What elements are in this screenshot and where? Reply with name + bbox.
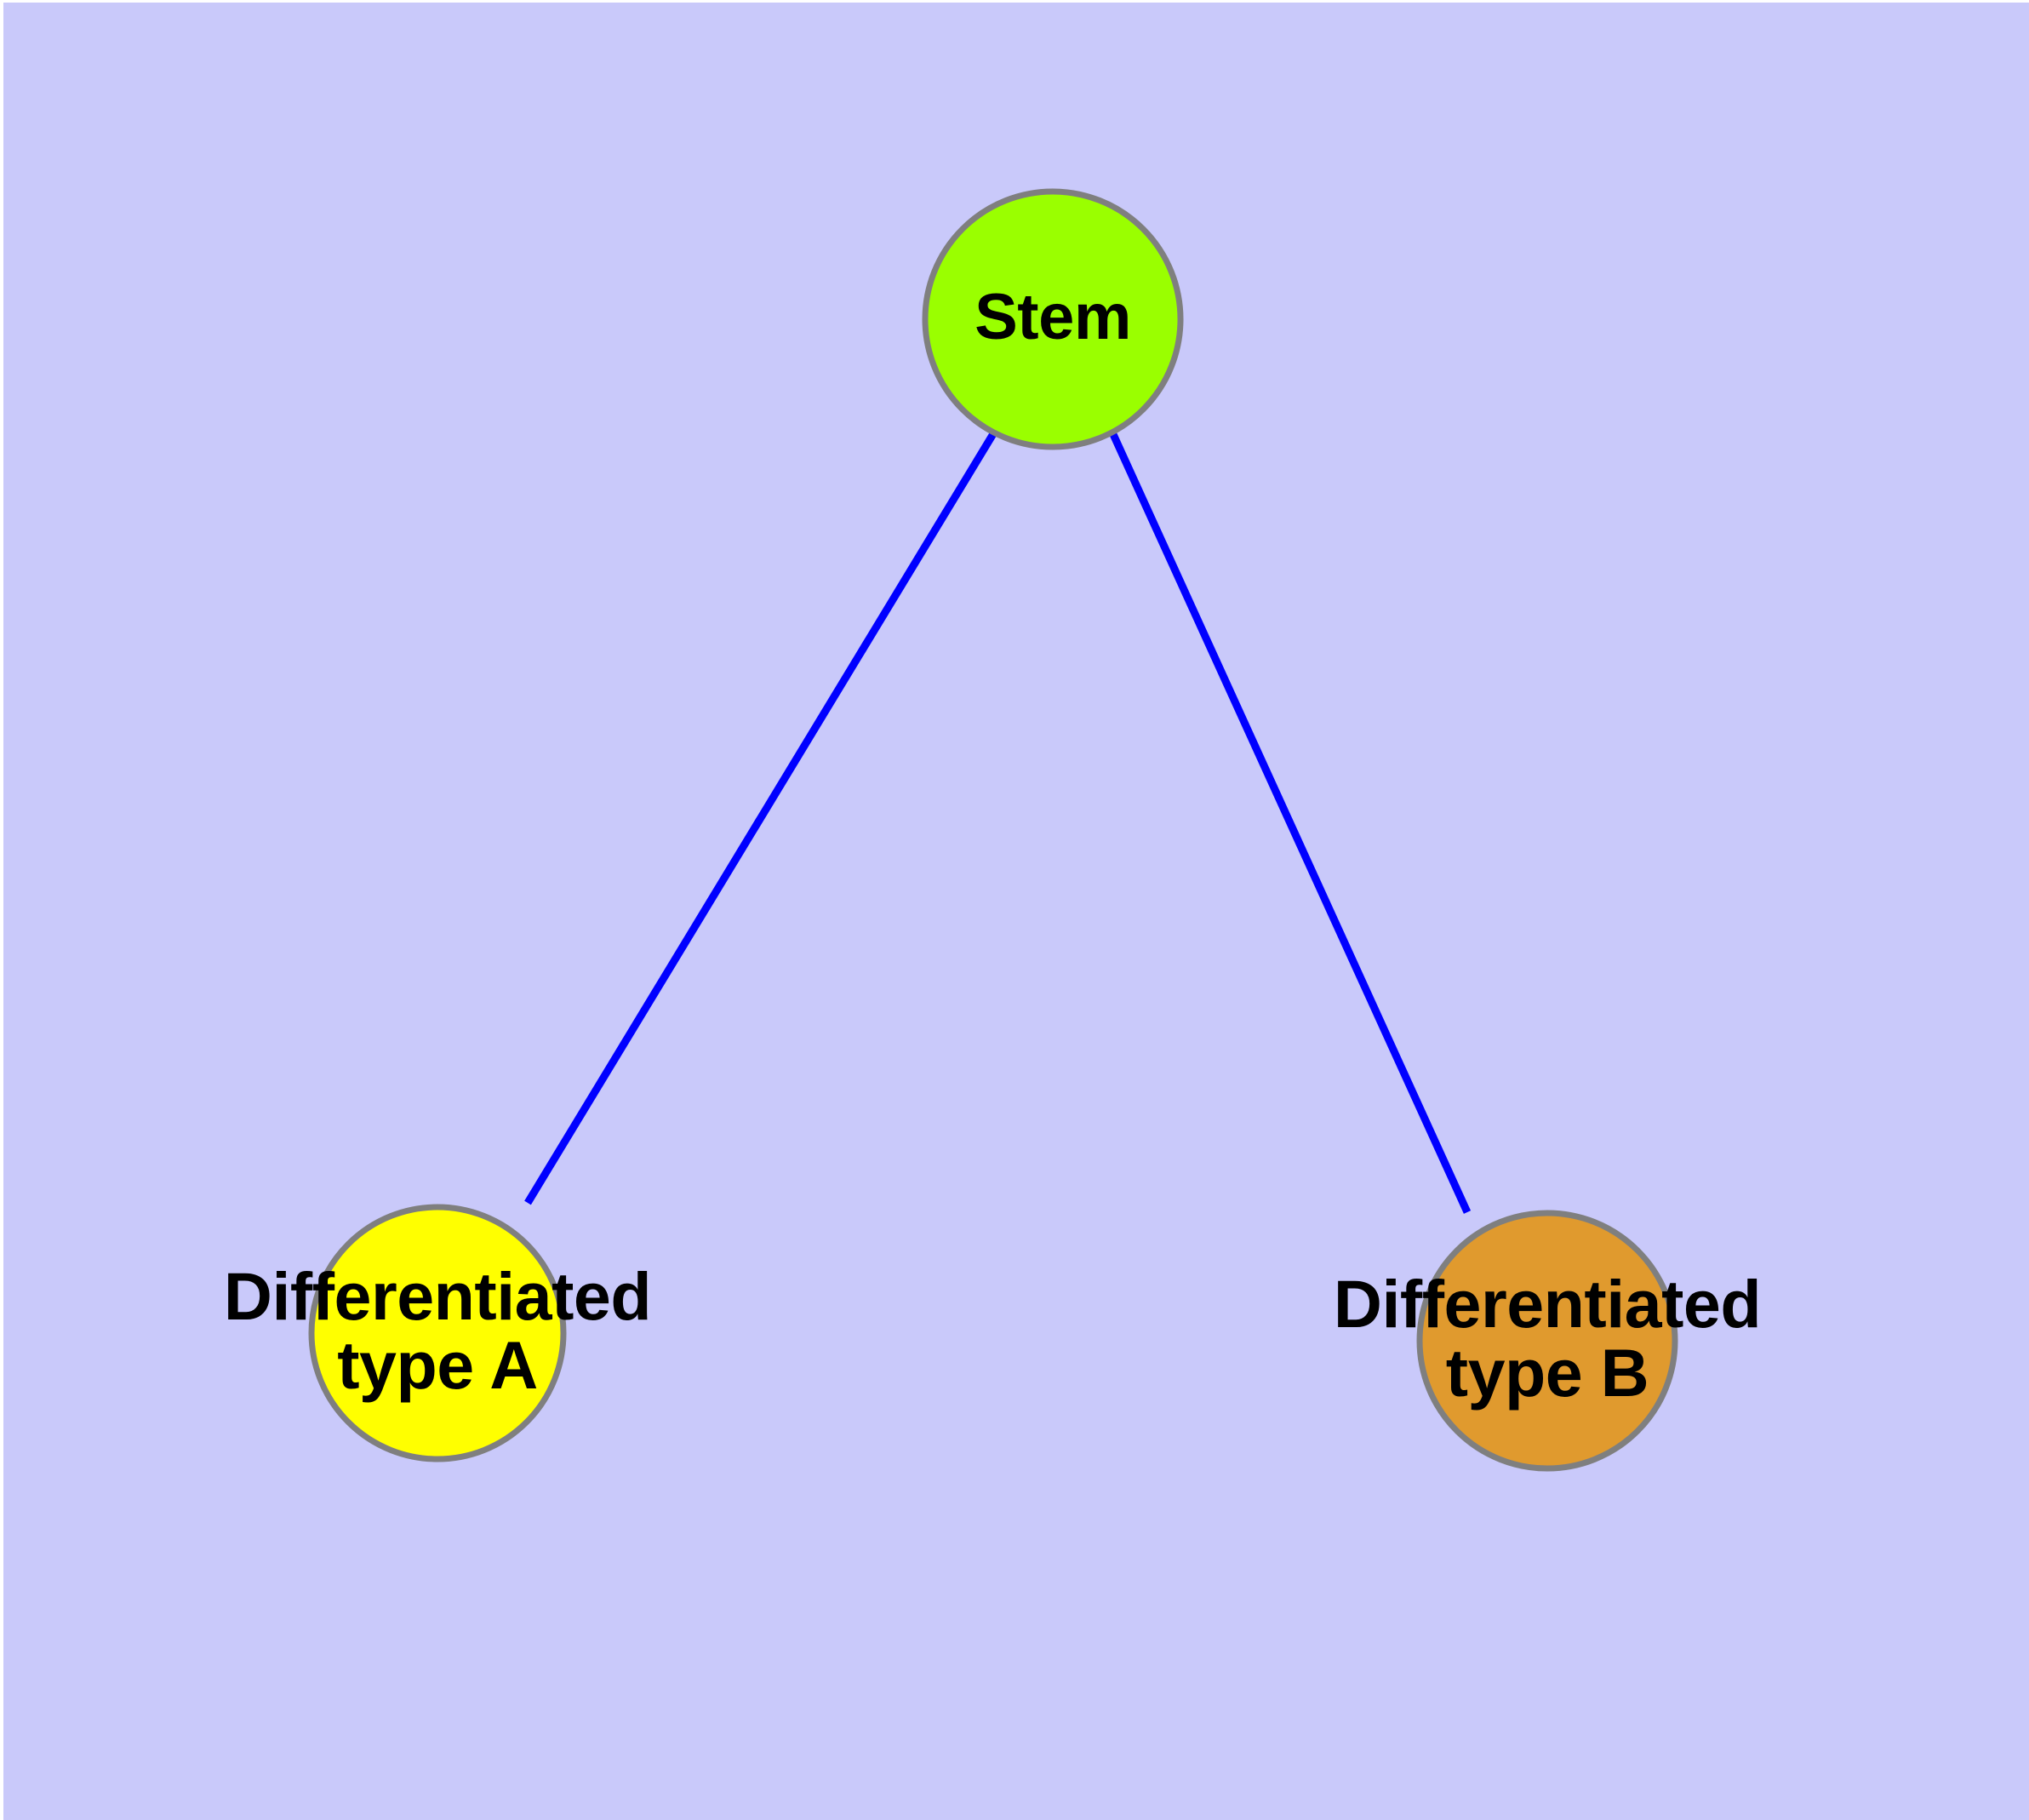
node-differentiated-type-a[interactable] xyxy=(308,1204,567,1462)
edge-stem-to-differentiated-type-a[interactable] xyxy=(524,430,997,1205)
edge-group xyxy=(524,430,1472,1214)
node-group xyxy=(308,188,1678,1472)
edge-stem-to-differentiated-type-b[interactable] xyxy=(1108,431,1472,1214)
node-stem[interactable] xyxy=(922,188,1184,450)
node-differentiated-type-b[interactable] xyxy=(1416,1210,1678,1472)
